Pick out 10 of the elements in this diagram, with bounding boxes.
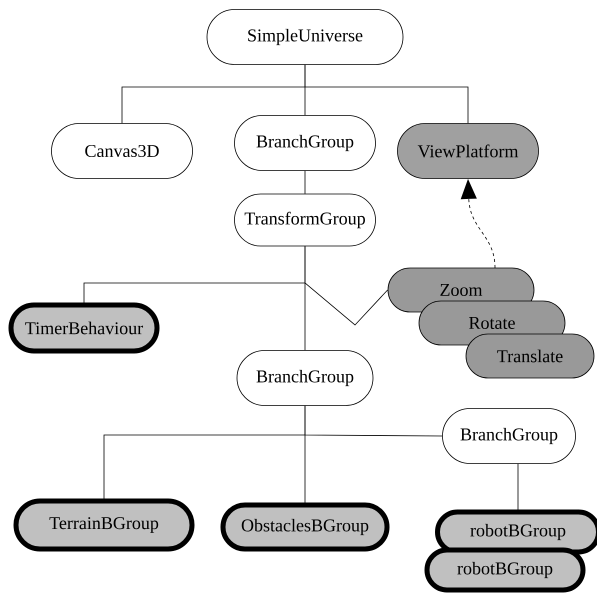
group-oval: ObstaclesBGroup (220, 502, 390, 552)
connector (304, 64, 468, 124)
group-oval: TerrainBGroup (14, 498, 194, 552)
behavior-oval: Translate (466, 334, 594, 378)
group-oval: robotBGroup (424, 548, 586, 592)
connector (304, 246, 388, 326)
connector (304, 406, 442, 436)
connector (304, 170, 306, 194)
node-label: robotBGroup (470, 524, 566, 540)
group-oval: robotBGroup (435, 510, 597, 554)
